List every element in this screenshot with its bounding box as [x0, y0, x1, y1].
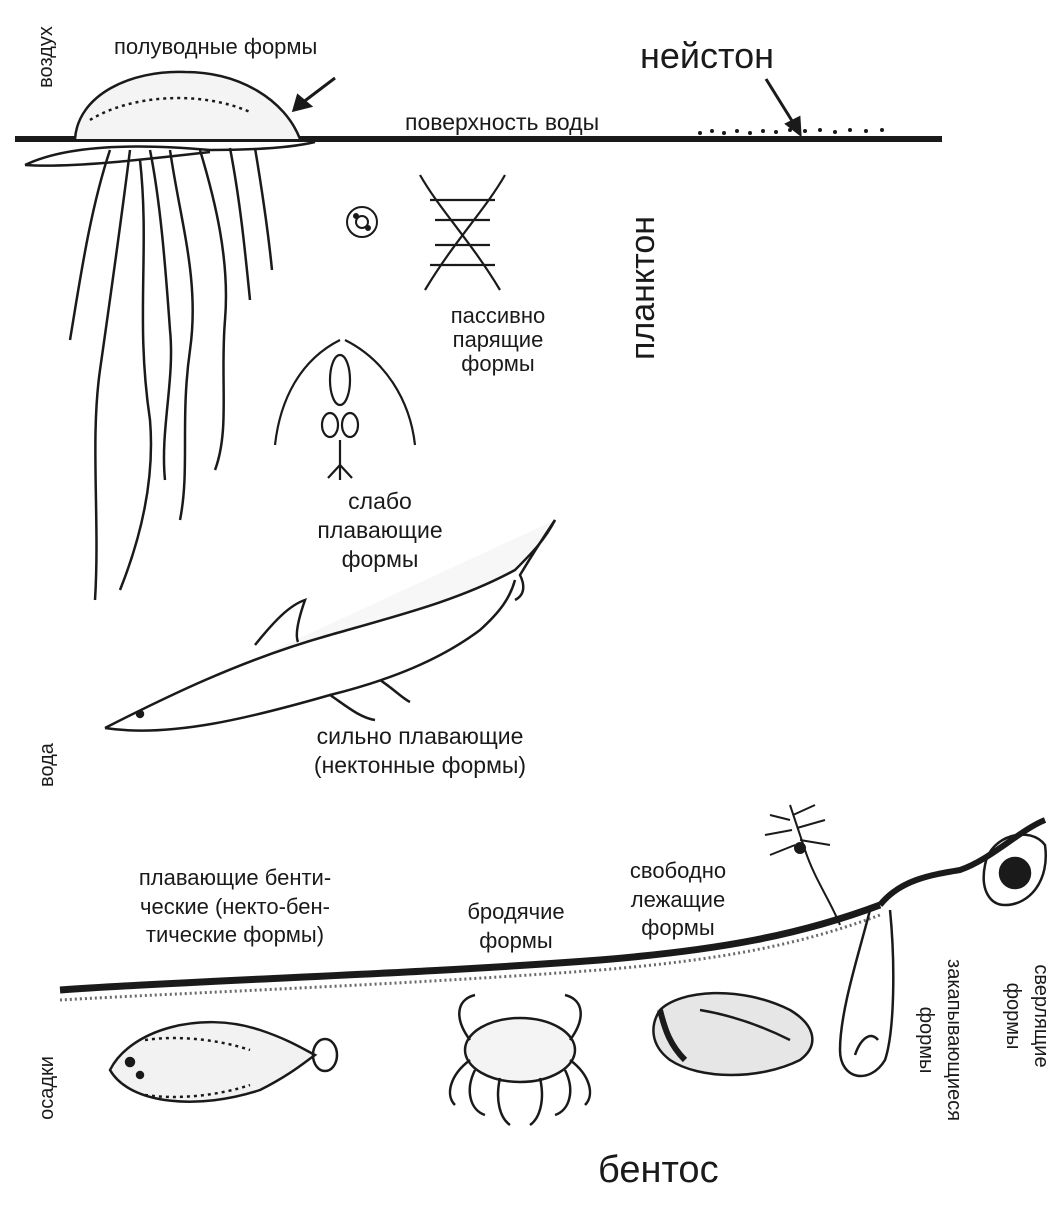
nektobenthic-line-1: плавающие бенти- [80, 864, 390, 893]
passive-floater-drawing [420, 175, 505, 290]
burrowing-line-2: формы [912, 940, 940, 1140]
passive-floating-label: пасcивно парящие формы [418, 304, 578, 377]
flatfish-drawing [110, 1022, 337, 1102]
nektobenthic-line-2: ческие (некто-бен- [80, 893, 390, 922]
zone-sediments-label: осадки [36, 1045, 62, 1131]
passive-floating-line-2: парящие [418, 328, 578, 352]
boring-form-drawing [984, 835, 1046, 905]
boring-label: сверлящие формы [993, 946, 1055, 1086]
passive-floating-line-1: пасcивно [418, 304, 578, 328]
hydroid-drawing [765, 805, 840, 925]
plankton-label: планктон [625, 203, 665, 373]
arrow-semiaquatic [294, 78, 335, 110]
wandering-label: бродячие формы [436, 898, 596, 955]
weak-swimming-line-2: плавающие [290, 516, 470, 545]
weak-swimming-line-3: формы [290, 545, 470, 574]
water-surface-label: поверхность воды [405, 110, 599, 135]
benthos-label: бентос [598, 1150, 719, 1192]
burrowing-label: закапывающиеся формы [906, 940, 968, 1140]
free-lying-line-3: формы [598, 914, 758, 943]
mollusc-drawing [653, 993, 812, 1075]
boring-line-2: формы [999, 946, 1027, 1086]
free-lying-line-2: лежащие [598, 886, 758, 915]
weak-swimming-line-1: слабо [290, 487, 470, 516]
neuston-label: нейстон [640, 36, 774, 76]
weak-swimming-label: слабо плавающие формы [290, 487, 470, 573]
nektobenthic-label: плавающие бенти- ческие (некто-бен- тиче… [80, 864, 390, 950]
strong-swimming-label: сильно плавающие (нектонные формы) [260, 722, 580, 780]
burrowing-line-1: закапывающиеся [940, 940, 968, 1140]
copepod-drawing [275, 340, 415, 480]
burrow-drawing [840, 910, 893, 1076]
neuston-organisms [698, 128, 884, 135]
boring-line-1: сверлящие [1027, 946, 1055, 1086]
strong-swimming-line-2: (нектонные формы) [260, 751, 580, 780]
wandering-line-2: формы [436, 927, 596, 956]
nektobenthic-line-3: тические формы) [80, 921, 390, 950]
strong-swimming-line-1: сильно плавающие [260, 722, 580, 751]
semiaquatic-label: полуводные формы [114, 35, 317, 59]
free-lying-line-1: свободно [598, 857, 758, 886]
zone-water-label: вода [36, 735, 62, 795]
arrow-neuston [766, 79, 800, 134]
siphonophore-drawing [25, 72, 315, 600]
wandering-line-1: бродячие [436, 898, 596, 927]
crab-drawing [450, 995, 590, 1125]
radiolarian-drawing [347, 207, 377, 237]
free-lying-label: свободно лежащие формы [598, 857, 758, 943]
zone-air-label: воздух [35, 22, 61, 92]
passive-floating-line-3: формы [418, 352, 578, 376]
